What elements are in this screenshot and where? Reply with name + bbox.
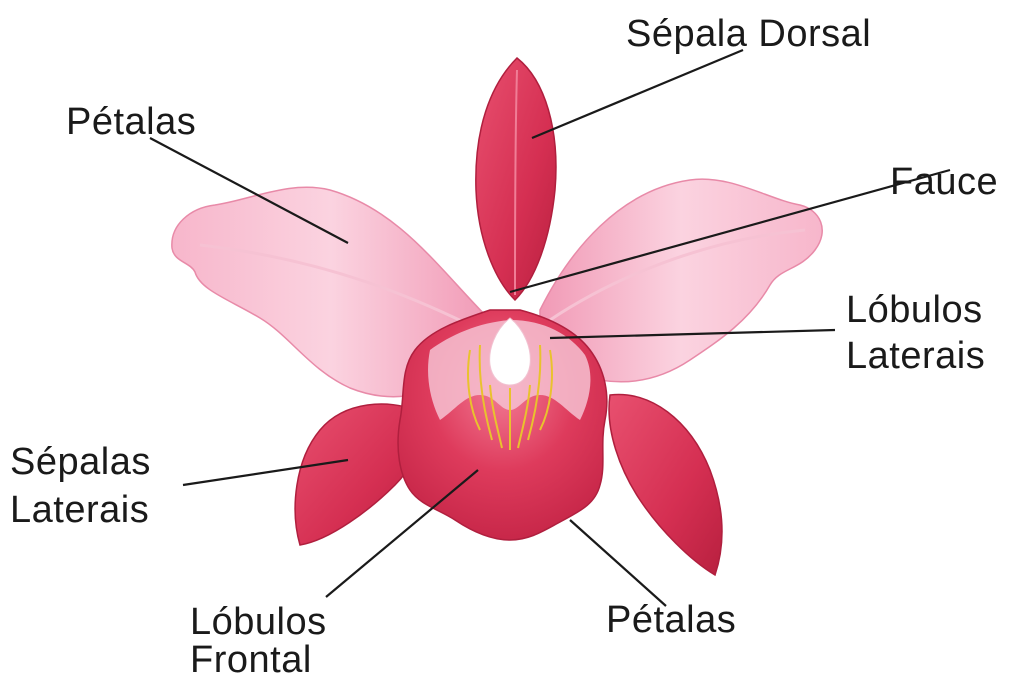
label-sepalas-laterais-line2: Laterais: [10, 488, 149, 532]
label-lobulos-laterais-line2: Laterais: [846, 334, 985, 378]
label-lobulos-frontal-line2: Frontal: [190, 638, 312, 682]
label-sepala-dorsal: Sépala Dorsal: [626, 12, 871, 56]
label-lobulos-laterais-line1: Lóbulos: [846, 288, 983, 332]
label-sepalas-laterais-line1: Sépalas: [10, 440, 151, 484]
leader-sepala-dorsal: [532, 50, 743, 138]
label-fauce: Fauce: [890, 160, 998, 204]
label-petalas-bottom: Pétalas: [606, 598, 736, 642]
label-petalas-top: Pétalas: [66, 100, 196, 144]
leader-petalas-bottom: [570, 520, 666, 606]
right-lateral-sepal-shape: [609, 394, 722, 575]
